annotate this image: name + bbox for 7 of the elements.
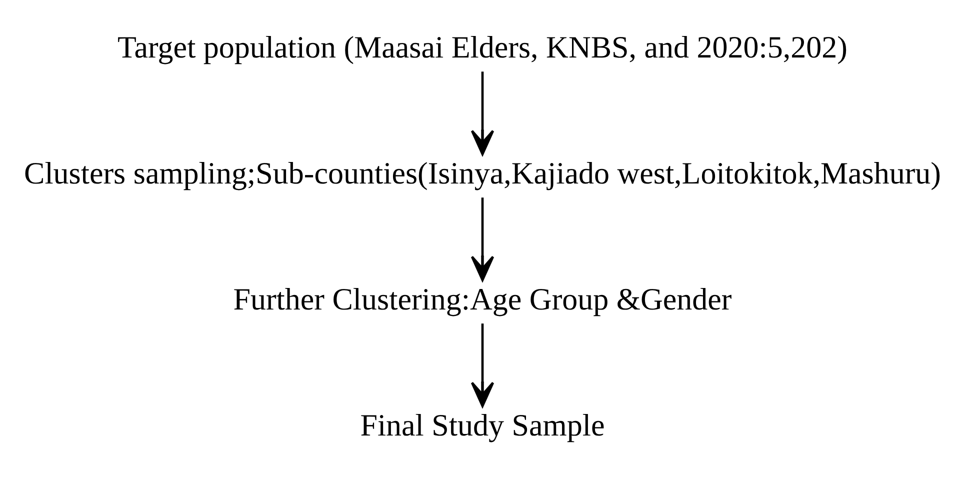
node-text: Final Study Sample [360,406,605,442]
node-text: Target population (Maasai Elders, KNBS, and 2020:5,202) [118,28,848,64]
arrow [470,323,494,407]
arrow [470,197,494,281]
node-text: Further Clustering:Age Group &Gender [233,280,732,316]
arrow [470,71,494,155]
node-text: Clusters sampling;Sub-counties(Isinya,Kajiado west,Loitokitok,Mashuru) [24,154,941,190]
